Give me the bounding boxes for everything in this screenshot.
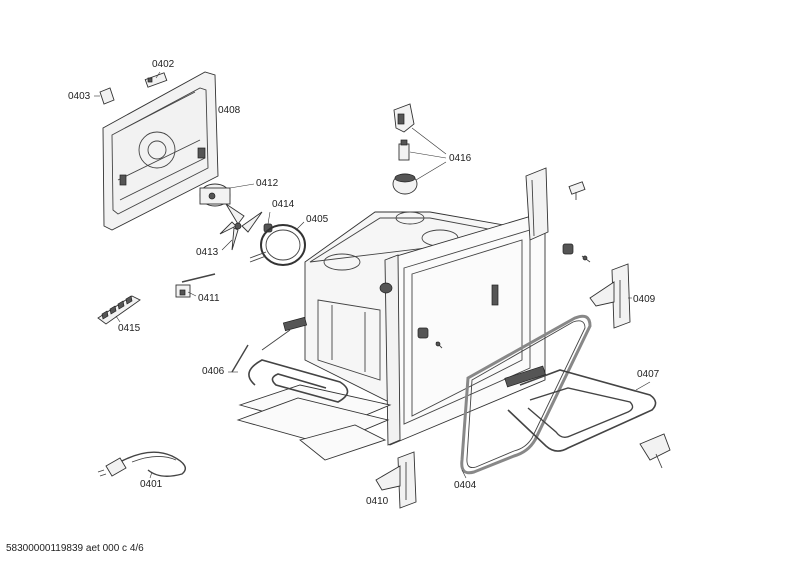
label-0410: 0410 [366, 496, 389, 507]
label-0413: 0413 [196, 247, 219, 258]
ring-heater-0405 [249, 221, 306, 266]
sensor-0411 [175, 273, 216, 298]
label-0414: 0414 [272, 199, 295, 210]
fan-blade-0413 [219, 203, 263, 251]
clip-0403 [94, 87, 115, 105]
power-cord-0401 [97, 451, 186, 479]
label-0409: 0409 [633, 294, 656, 305]
label-0412: 0412 [256, 178, 279, 189]
back-panel-0408 [102, 71, 219, 231]
label-0405: 0405 [306, 214, 329, 225]
knobs-0416 [392, 103, 447, 195]
label-0402: 0402 [152, 59, 175, 70]
fan-motor-0412 [199, 183, 255, 207]
label-0416: 0416 [449, 153, 472, 164]
terminal-block-0415 [97, 295, 141, 325]
label-0401: 0401 [140, 479, 163, 490]
label-0408: 0408 [218, 105, 241, 116]
label-0407: 0407 [637, 369, 660, 380]
label-0411: 0411 [198, 293, 220, 304]
grill-heater-0407 [504, 365, 657, 452]
bottom-heater-0406 [228, 316, 392, 461]
bracket-0409 [589, 263, 632, 329]
oven-cavity [304, 167, 549, 446]
label-0406: 0406 [202, 366, 225, 377]
label-0404: 0404 [454, 480, 477, 491]
label-0403: 0403 [68, 91, 91, 102]
connector-0402 [144, 71, 168, 88]
small-parts-right [417, 181, 671, 469]
door-seal-0404 [460, 314, 592, 479]
label-0415: 0415 [118, 323, 141, 334]
bracket-0410 [375, 451, 417, 509]
drawing-reference-footer: 58300000119839 aet 000 c 4/6 [6, 543, 144, 554]
